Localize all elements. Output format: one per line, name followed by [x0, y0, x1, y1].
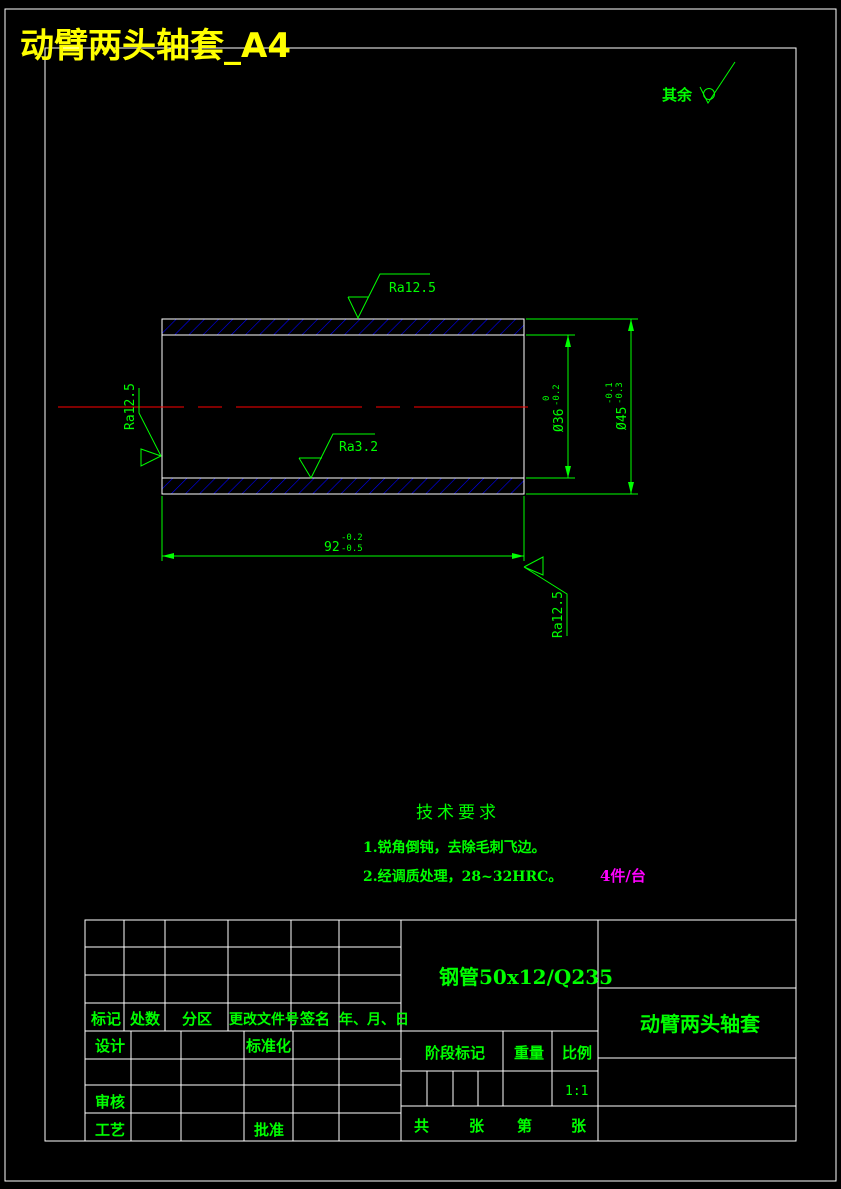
inner-dia-lower: -0.2	[552, 384, 562, 406]
label-sheets-2: 张	[571, 1117, 587, 1135]
length-upper: -0.2	[341, 533, 363, 543]
label-sheets-1: 张	[469, 1117, 485, 1135]
label-standardize: 标准化	[245, 1037, 291, 1055]
header-zone: 分区	[182, 1010, 212, 1028]
roughness-circle-icon	[703, 88, 715, 100]
hatch-bottom	[161, 477, 525, 495]
roughness-right-icon	[523, 556, 568, 636]
roughness-left: Ra12.5	[123, 383, 162, 467]
label-review: 审核	[95, 1093, 125, 1111]
label-process: 工艺	[95, 1121, 125, 1139]
drawing-title: 动臂两头轴套_A4	[20, 26, 291, 66]
label-scale: 比例	[562, 1044, 592, 1062]
outer-dia-base: Ø45	[615, 407, 630, 430]
inner-dia-upper: 0	[542, 396, 552, 401]
header-signature: 签名	[299, 1010, 330, 1028]
label-weight: 重量	[514, 1044, 544, 1062]
roughness-inner: Ra3.2	[298, 433, 378, 480]
quantity-note: 4件/台	[600, 867, 646, 885]
title-block	[84, 919, 797, 1142]
header-mark: 标记	[90, 1010, 121, 1028]
scale-value: 1:1	[565, 1084, 588, 1099]
header-change-doc: 更改文件号	[229, 1011, 299, 1028]
drawing-frame	[44, 47, 797, 1142]
label-page: 第	[517, 1117, 532, 1135]
dim-length: 92 -0.2 -0.5	[161, 496, 525, 561]
label-approve: 批准	[254, 1121, 284, 1139]
part-name-label: 动臂两头轴套	[640, 1012, 760, 1036]
label-design: 设计	[95, 1037, 125, 1055]
roughness-other-label: 其余	[662, 86, 693, 104]
header-date: 年、月、日	[339, 1011, 409, 1028]
length-lower: -0.5	[341, 544, 363, 554]
label-stage-mark: 阶段标记	[425, 1044, 485, 1062]
roughness-right-label: Ra12.5	[551, 591, 566, 638]
roughness-other-icon	[699, 61, 736, 104]
title-block-text: 钢管50x12/Q235 动臂两头轴套 标记 处数 分区 更改文件号 签名 年、…	[90, 965, 760, 1139]
roughness-other: 其余	[662, 61, 736, 104]
roughness-left-icon	[138, 388, 162, 467]
roughness-top: Ra12.5	[347, 273, 436, 320]
roughness-top-icon	[347, 273, 430, 320]
roughness-inner-icon	[298, 433, 375, 480]
outer-dia-lower: -0.3	[615, 382, 625, 404]
length-base: 92	[324, 540, 340, 555]
tech-requirements: 技术要求 1.锐角倒钝，去除毛刺飞边。 2.经调质处理，28~32HRC。 4件…	[363, 803, 646, 885]
roughness-top-label: Ra12.5	[389, 281, 436, 296]
roughness-inner-label: Ra3.2	[339, 440, 378, 455]
dim-inner-diameter: Ø36 0 -0.2	[526, 334, 575, 479]
roughness-left-label: Ra12.5	[123, 383, 138, 430]
roughness-right: Ra12.5	[523, 556, 568, 638]
dim-outer-diameter: Ø45 -0.1 -0.3	[526, 318, 638, 495]
tech-item-1: 1.锐角倒钝，去除毛刺飞边。	[363, 839, 546, 856]
material-label: 钢管50x12/Q235	[439, 965, 613, 989]
outer-border	[4, 8, 837, 1182]
outer-dia-upper: -0.1	[605, 382, 615, 404]
header-count: 处数	[129, 1010, 161, 1028]
tech-item-2: 2.经调质处理，28~32HRC。	[363, 868, 562, 885]
inner-dia-base: Ø36	[552, 409, 567, 432]
hatch-top	[161, 318, 525, 336]
tech-heading: 技术要求	[416, 803, 500, 823]
part-section	[58, 318, 528, 495]
label-total: 共	[414, 1117, 429, 1135]
